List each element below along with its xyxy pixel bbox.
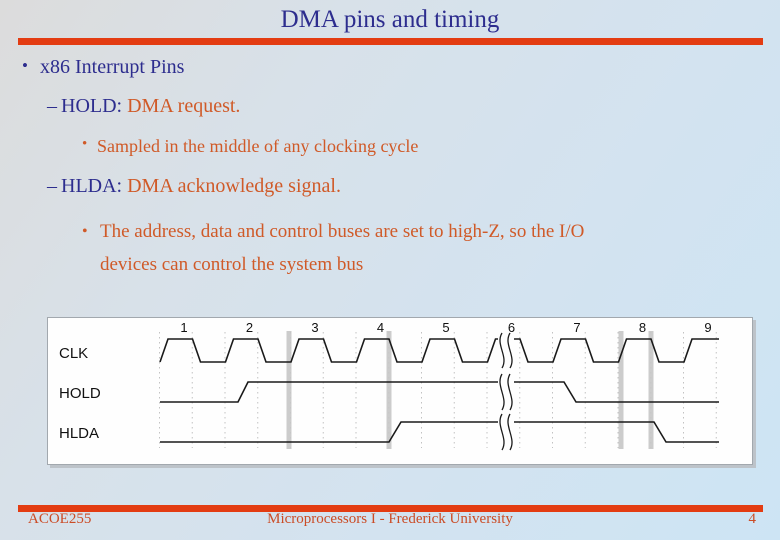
footer-course-title: Microprocessors I - Frederick University bbox=[267, 511, 513, 527]
break-mask bbox=[498, 374, 514, 410]
time-break-icon bbox=[507, 332, 513, 369]
break-mask bbox=[498, 333, 514, 368]
bullet-item: –HLDA: DMA acknowledge signal. bbox=[47, 175, 341, 198]
bullet-marker: • bbox=[22, 56, 28, 75]
signal-label-hlda: HLDA bbox=[59, 425, 99, 442]
time-break-icon bbox=[507, 373, 513, 411]
sample-marker-bar bbox=[386, 331, 392, 449]
hlda-waveform bbox=[160, 421, 719, 443]
bullet-text: HOLD: DMA request. bbox=[61, 95, 241, 117]
bullet-marker: • bbox=[82, 136, 88, 152]
cycle-number: 1 bbox=[180, 320, 187, 335]
footer: ACOE255 Microprocessors I - Frederick Un… bbox=[0, 511, 780, 535]
sample-marker-bar bbox=[648, 331, 654, 449]
sample-marker-bar bbox=[286, 331, 292, 449]
bullet-text: Sampled in the middle of any clocking cy… bbox=[97, 136, 419, 156]
bullet-item: –HOLD: DMA request. bbox=[47, 95, 240, 118]
bullet-item: • x86 Interrupt Pins bbox=[22, 56, 184, 79]
bullet-text: x86 Interrupt Pins bbox=[40, 56, 185, 78]
cycle-number: 6 bbox=[508, 320, 515, 335]
footer-course-code: ACOE255 bbox=[28, 511, 92, 527]
bullet-text: The address, data and control buses are … bbox=[100, 221, 585, 275]
bullet-item: • Sampled in the middle of any clocking c… bbox=[82, 136, 418, 157]
time-break-icon bbox=[499, 413, 505, 451]
title-rule bbox=[18, 38, 763, 45]
clk-waveform bbox=[159, 338, 719, 363]
break-mask bbox=[498, 414, 514, 450]
signal-label-hold: HOLD bbox=[59, 385, 101, 402]
bullet-marker: • bbox=[82, 223, 88, 240]
cycle-number: 5 bbox=[442, 320, 449, 335]
time-break-icon bbox=[499, 332, 505, 369]
time-break-icon bbox=[507, 413, 513, 451]
bullet-text: HLDA: DMA acknowledge signal. bbox=[61, 175, 341, 197]
cycle-number: 3 bbox=[311, 320, 318, 335]
cycle-number: 9 bbox=[704, 320, 711, 335]
sample-marker-bar bbox=[618, 331, 624, 449]
bullet-marker: – bbox=[47, 175, 57, 197]
page-title: DMA pins and timing bbox=[280, 6, 500, 33]
signal-label-clk: CLK bbox=[59, 345, 88, 362]
cycle-number: 8 bbox=[639, 320, 646, 335]
bullet-item: • The address, data and control buses are… bbox=[82, 215, 584, 281]
cycle-number: 7 bbox=[573, 320, 580, 335]
bullet-marker: – bbox=[47, 95, 57, 117]
page-number: 4 bbox=[748, 511, 757, 527]
cycle-number: 2 bbox=[246, 320, 253, 335]
cycle-number: 4 bbox=[377, 320, 384, 335]
footer-rule bbox=[18, 505, 763, 512]
hold-waveform bbox=[160, 381, 719, 403]
time-break-icon bbox=[499, 373, 505, 411]
